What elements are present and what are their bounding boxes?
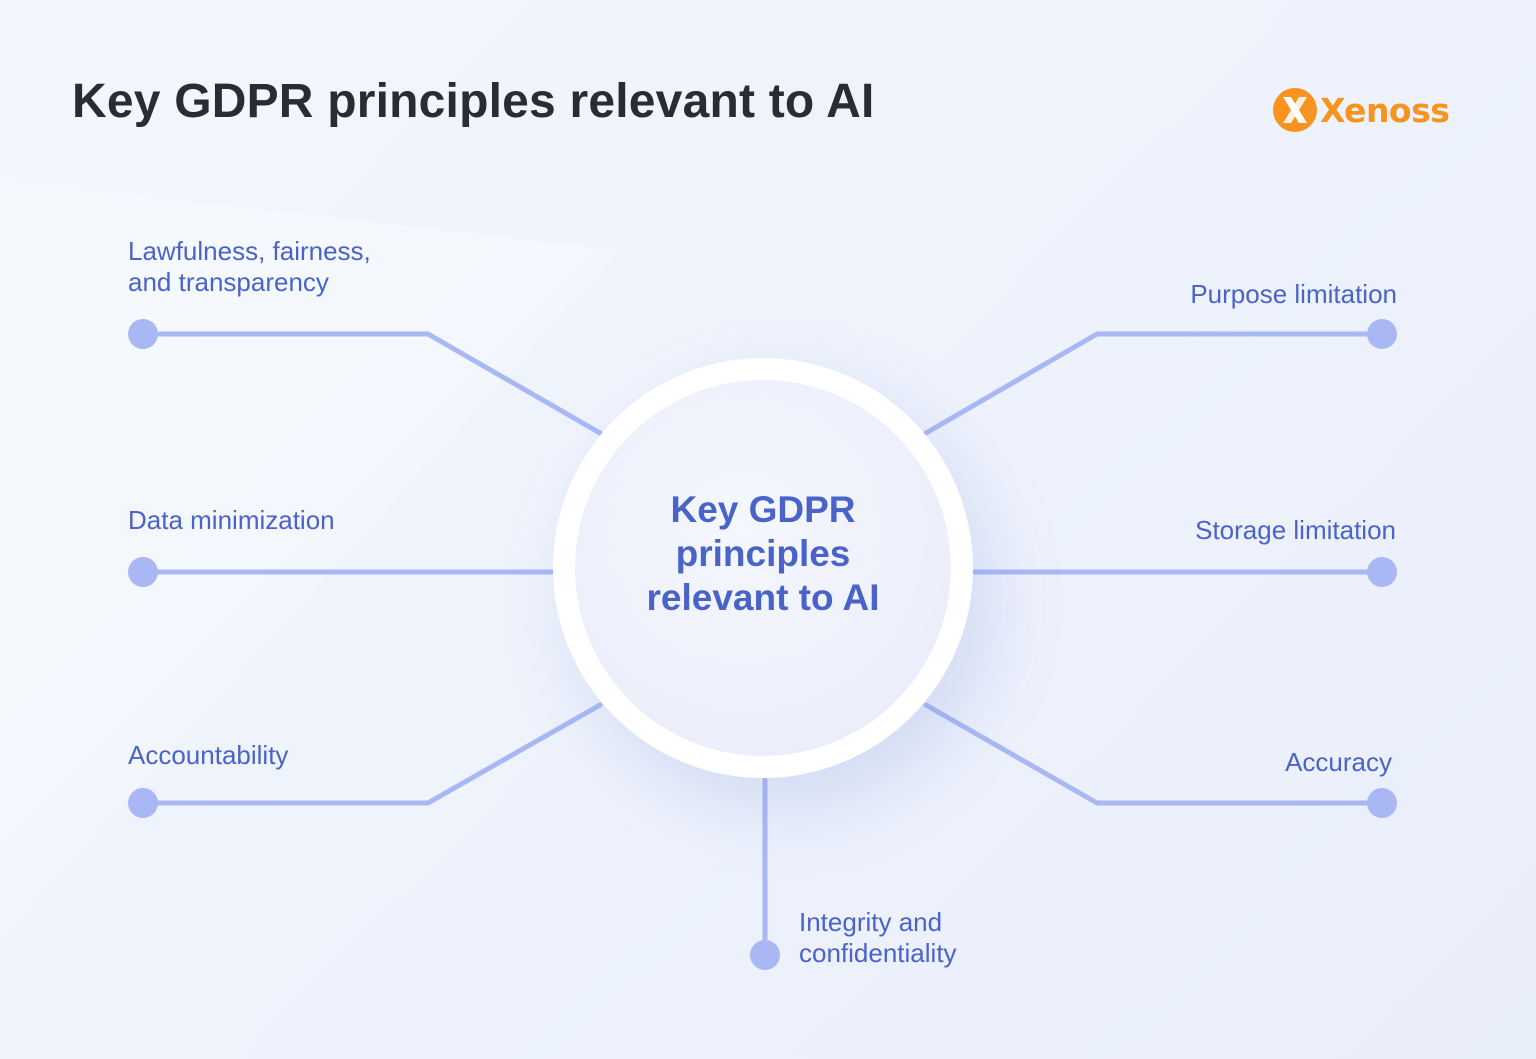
principle-purpose-limitation: Purpose limitation [1190,279,1397,309]
center-label: Key GDPR principles relevant to AI [613,488,913,620]
node-accuracy [1367,788,1397,818]
center-circle-inner: Key GDPR principles relevant to AI [575,380,951,756]
principle-storage-limitation: Storage limitation [1195,515,1396,545]
principle-lawfulness: Lawfulness, fairness, and transparency [128,236,371,298]
page-title: Key GDPR principles relevant to AI [72,75,875,128]
node-storage-limitation [1367,557,1397,587]
connector-accountability [140,702,603,806]
principle-data-minimization: Data minimization [128,505,335,535]
center-circle: Key GDPR principles relevant to AI [553,358,973,778]
principle-accountability: Accountability [128,740,289,770]
node-lawfulness [128,319,158,349]
connector-accuracy [923,702,1385,806]
principle-lawfulness-line2: and transparency [128,267,329,297]
center-label-line3: relevant to AI [646,577,880,618]
node-accountability [128,788,158,818]
principle-accuracy: Accuracy [1285,747,1392,777]
logo-text: Xenoss [1320,90,1450,130]
node-integrity [750,940,780,970]
principle-integrity: Integrity and confidentiality [799,907,957,969]
xenoss-logo-icon [1273,88,1317,132]
center-label-line2: principles [675,533,851,574]
xenoss-logo: Xenoss [1272,86,1450,134]
center-label-line1: Key GDPR [670,489,856,530]
node-data-minimization [128,557,158,587]
principle-integrity-line2: confidentiality [799,938,957,968]
connector-purpose-limitation [923,331,1385,436]
connector-lawfulness [140,331,603,436]
principle-lawfulness-line1: Lawfulness, fairness, [128,236,371,266]
node-purpose-limitation [1367,319,1397,349]
principle-integrity-line1: Integrity and [799,907,943,937]
